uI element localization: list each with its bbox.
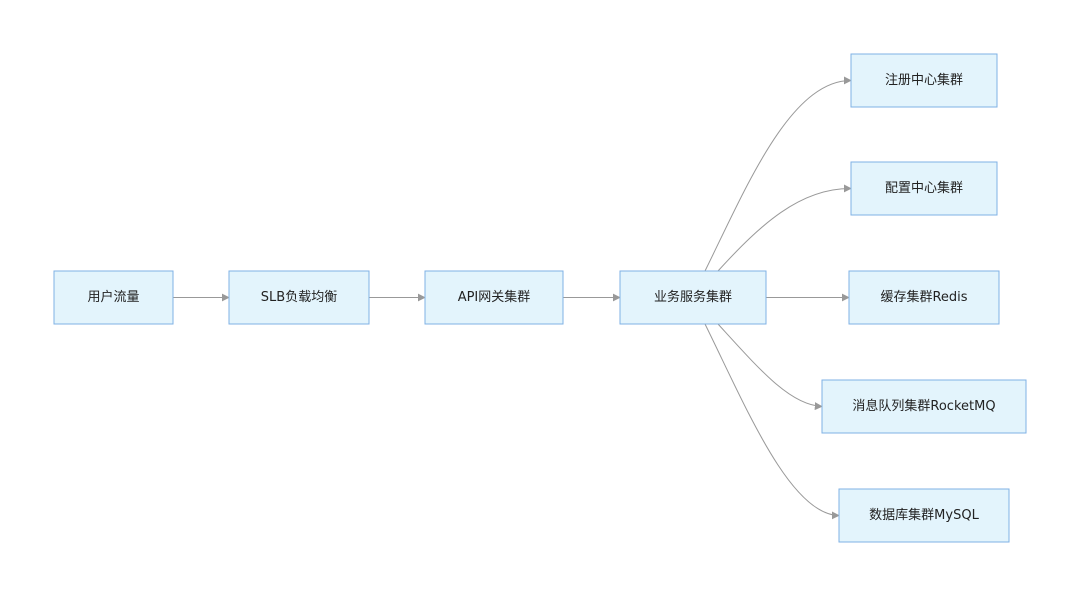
node-rocketmq: 消息队列集群RocketMQ [821, 379, 1027, 434]
node-label: 数据库集群MySQL [869, 507, 979, 523]
node-box [838, 488, 1010, 543]
node-label: API网关集群 [458, 289, 531, 305]
node-label: 业务服务集群 [654, 289, 732, 305]
edge-business-service-to-registry [704, 76, 852, 272]
node-box [848, 270, 1000, 325]
nodes-layer: 用户流量 SLB负载均衡 API网关集群 业务服务集群 注册中心集群配置中心集群缓存集群… [53, 53, 1027, 543]
node-box [619, 270, 767, 325]
node-box [821, 379, 1027, 434]
node-api-gateway: API网关集群 [424, 270, 564, 325]
node-redis: 缓存集群Redis [848, 270, 1000, 325]
node-business-service: 业务服务集群 [619, 270, 767, 325]
node-registry: 注册中心集群 [850, 53, 998, 108]
node-config-center: 配置中心集群 [850, 161, 998, 216]
node-label: 用户流量 [87, 289, 139, 305]
edge-business-service-to-rocketmq [717, 323, 823, 411]
node-box [228, 270, 370, 325]
node-label: 缓存集群Redis [880, 289, 967, 305]
node-label: 配置中心集群 [885, 180, 963, 196]
node-box [424, 270, 564, 325]
edge-business-service-to-mysql [704, 323, 840, 520]
node-box [850, 53, 998, 108]
node-label: SLB负载均衡 [261, 290, 337, 305]
node-label: 注册中心集群 [885, 72, 963, 88]
edges-layer [173, 76, 852, 520]
edge-business-service-to-config-center [717, 184, 852, 272]
node-mysql: 数据库集群MySQL [838, 488, 1010, 543]
node-box [53, 270, 174, 325]
node-user-traffic: 用户流量 [53, 270, 174, 325]
node-slb: SLB负载均衡 [228, 270, 370, 325]
node-box [850, 161, 998, 216]
node-label: 消息队列集群RocketMQ [852, 398, 995, 414]
